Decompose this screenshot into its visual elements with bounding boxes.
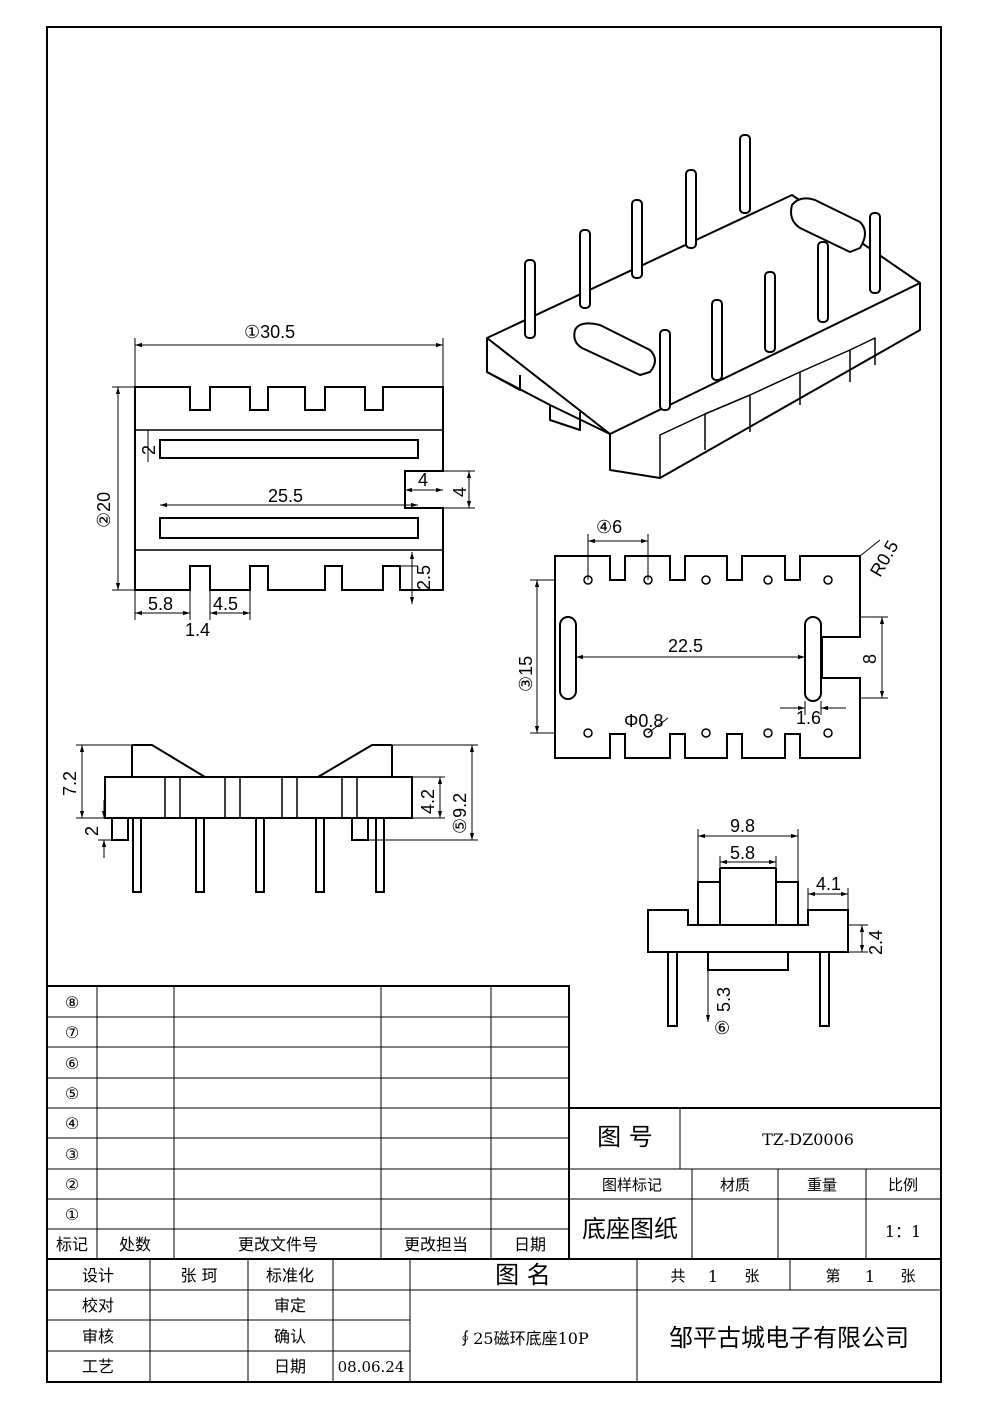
top-slot-lower (159, 517, 419, 539)
pcb-dims (530, 534, 888, 734)
audit-label: 审核 (82, 1327, 114, 1346)
pcb-view (554, 555, 861, 759)
design-label: 设计 (82, 1266, 114, 1285)
revision-table (46, 985, 570, 1260)
side-labels: 7.2 2 4.2 ⑤9.2 (60, 771, 470, 836)
top-view (134, 386, 444, 591)
title-block-text: 图 号 TZ-DZ0006 图样标记 材质 重量 比例 底座图纸 1：1 设计 … (82, 1123, 921, 1376)
date-value: 08.06.24 (338, 1358, 405, 1376)
dim-overall-height: ②20 (94, 492, 114, 528)
dim-slot-length: 25.5 (268, 486, 303, 506)
side-body (104, 776, 413, 819)
dim-edge-offset: 5.8 (148, 594, 173, 614)
rev-header-owner: 更改担当 (404, 1235, 468, 1254)
dim-base-height: 4.2 (418, 789, 438, 814)
designer-name: 张 珂 (180, 1266, 217, 1285)
check-label: 校对 (82, 1296, 114, 1315)
dim-standoff: 2 (82, 826, 102, 836)
dim-slot-width-pcb: 1.6 (796, 708, 821, 728)
dim-pitch: 4.5 (213, 594, 238, 614)
rev-marker-3: ③ (65, 1145, 79, 1164)
material-label: 材质 (720, 1176, 750, 1194)
sample-mark-label: 图样标记 (602, 1176, 662, 1194)
end-labels: 9.8 5.8 4.1 2.4 5.3 ⑥ (714, 816, 886, 1038)
dim-tab-width: 4 (418, 470, 428, 490)
rev-header-mark: 标记 (56, 1235, 88, 1254)
rev-marker-6: ⑥ (65, 1054, 79, 1073)
dim-pin-offset: ④6 (596, 517, 622, 537)
dim-corner-radius: R0.5 (866, 537, 902, 580)
scale-value: 1：1 (885, 1222, 921, 1241)
rev-marker-2: ② (65, 1175, 79, 1194)
total-label: 共 (670, 1267, 685, 1285)
drawing-no-label: 图 号 (597, 1123, 653, 1151)
rev-header-doc: 更改文件号 (238, 1235, 318, 1254)
rev-header-count: 处数 (119, 1235, 151, 1254)
rev-marker-1: ① (65, 1205, 79, 1224)
standardize-label: 标准化 (266, 1266, 314, 1285)
part-name: ∮25磁环底座10P (457, 1329, 589, 1348)
top-view-labels: ①30.5 ②20 2 25.5 4 4 2.5 5.8 4.5 1.4 (94, 322, 470, 640)
title-block (47, 1107, 941, 1382)
company-name: 邹平古城电子有限公司 (669, 1324, 909, 1352)
dim-pin-length: 5.3 (714, 987, 734, 1012)
dim-outer-width: 9.8 (730, 816, 755, 836)
sheet-no: 1 (865, 1267, 875, 1286)
review-label: 审定 (274, 1296, 306, 1315)
dim-notch-gap: 1.4 (185, 620, 210, 640)
dim-total-height: ⑤9.2 (450, 793, 470, 834)
side-view (104, 744, 413, 893)
dim-overall-width: ①30.5 (244, 322, 295, 342)
dim-pin-span: 22.5 (668, 636, 703, 656)
sheet-unit2: 张 (900, 1267, 915, 1285)
end-dims (697, 829, 868, 1022)
dim-tab-height: 8 (860, 654, 880, 664)
dim-notch-depth: 2.5 (414, 565, 434, 590)
end-pin-marker: ⑥ (714, 1018, 730, 1038)
total-sheets: 1 (708, 1267, 718, 1286)
pcb-labels: ④6 R0.5 22.5 ③15 8 1.6 Φ0.8 (516, 517, 902, 731)
iso-pins (524, 134, 881, 411)
revision-markers: ⑧ ⑦ ⑥ ⑤ ④ ③ ② ① 标记 处数 更改文件号 更改担当 日期 (56, 993, 546, 1254)
top-slot-upper (159, 439, 419, 459)
dim-slot-width: 2 (139, 445, 159, 455)
drawing-name-label: 图 名 (495, 1261, 551, 1289)
rev-header-date: 日期 (514, 1235, 546, 1254)
dim-end-base-height: 2.4 (866, 930, 886, 955)
dim-row-pitch: ③15 (516, 656, 536, 692)
rev-marker-5: ⑤ (65, 1084, 79, 1103)
sheet-label: 第 (825, 1267, 840, 1285)
dim-inner-width: 5.8 (730, 843, 755, 863)
dim-tab-depth: 4 (450, 487, 470, 497)
process-label: 工艺 (82, 1357, 114, 1376)
top-view-outline (134, 386, 444, 591)
sheet-unit: 张 (744, 1267, 759, 1285)
date-label: 日期 (274, 1357, 306, 1376)
weight-label: 重量 (807, 1176, 837, 1194)
dim-end-tab-width: 4.1 (816, 874, 841, 894)
dim-overall-height-side: 7.2 (60, 771, 80, 796)
isometric-view (486, 194, 921, 479)
top-view-dims (112, 338, 475, 620)
rev-marker-8: ⑧ (65, 993, 79, 1012)
rev-marker-7: ⑦ (65, 1023, 79, 1042)
confirm-label: 确认 (274, 1327, 306, 1346)
rev-marker-4: ④ (65, 1114, 79, 1133)
end-base (647, 909, 849, 953)
drawing-type: 底座图纸 (582, 1215, 678, 1243)
dim-hole-diameter: Φ0.8 (624, 711, 663, 731)
side-dims (76, 744, 478, 858)
drawing-no: TZ-DZ0006 (762, 1130, 854, 1149)
scale-label: 比例 (888, 1176, 918, 1194)
drawing-border (46, 26, 942, 1383)
